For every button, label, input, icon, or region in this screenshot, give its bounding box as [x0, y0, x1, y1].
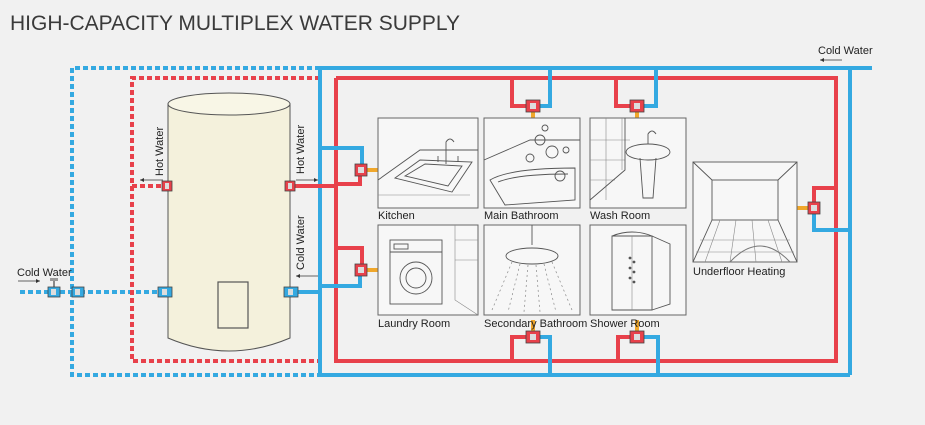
room-main-bathroom: Main Bathroom	[483, 117, 581, 222]
bathtub-icon	[483, 124, 580, 206]
underfloor-heating-label: Underfloor Heating	[693, 266, 785, 278]
kitchen-label: Kitchen	[378, 210, 415, 222]
shower-cabin-icon	[611, 231, 671, 311]
inlet-valve-left	[47, 278, 61, 298]
washing-machine-icon	[389, 225, 479, 316]
wash-room-valve	[629, 99, 645, 113]
svg-text:Hot Water: Hot Water	[154, 127, 166, 176]
secondary-bathroom-label: Secondary Bathroom	[484, 318, 587, 330]
tank-hot-outlet-left-valve	[161, 180, 173, 192]
main-bathroom-valve	[525, 99, 541, 113]
laundry-valve	[354, 263, 368, 277]
tank-hot-outlet-right-valve	[284, 180, 296, 192]
shower-head-icon	[491, 225, 573, 313]
room-underfloor-heating: Underfloor Heating	[692, 161, 798, 278]
dashed-cold-loop	[20, 66, 320, 377]
floor-grid-icon	[692, 161, 798, 263]
room-kitchen: Kitchen	[377, 117, 479, 222]
kitchen-branch	[320, 146, 378, 186]
hot-water-left-label: Hot Water	[140, 127, 166, 182]
cold-water-top-label: Cold Water	[818, 45, 873, 62]
hot-main-pipe	[334, 76, 838, 363]
tank-access-panel	[217, 281, 249, 329]
room-secondary-bathroom: Secondary Bathroom	[483, 224, 587, 330]
shower-room-valve	[629, 330, 645, 344]
laundry-branch	[320, 246, 378, 288]
wash-room-label: Wash Room	[590, 210, 650, 222]
tank-cold-inlet-right-valve	[283, 286, 299, 298]
cold-main-pipe	[318, 66, 872, 377]
cold-water-left-label: Cold Water	[17, 267, 72, 283]
kitchen-valve	[354, 163, 368, 177]
svg-text:Cold Water: Cold Water	[295, 215, 307, 270]
room-wash-room: Wash Room	[589, 117, 687, 222]
laundry-room-label: Laundry Room	[378, 318, 450, 330]
svg-text:Cold Water: Cold Water	[17, 267, 72, 279]
underfloor-valve	[807, 201, 821, 215]
underfloor-branch	[796, 186, 850, 232]
cold-water-tank-label: Cold Water	[295, 215, 318, 278]
diagram-title: HIGH-CAPACITY MULTIPLEX WATER SUPPLY	[10, 12, 460, 35]
tank-cold-inlet-left-valve	[157, 286, 173, 298]
dashed-hot-loop	[130, 76, 320, 363]
sink-icon	[377, 138, 478, 196]
main-bathroom-label: Main Bathroom	[484, 210, 559, 222]
room-laundry-room: Laundry Room	[377, 224, 479, 330]
svg-text:Cold Water: Cold Water	[818, 45, 873, 57]
valves	[47, 99, 821, 344]
room-shower-room: Shower Room	[589, 224, 687, 330]
shower-room-label: Shower Room	[590, 318, 660, 330]
hot-water-right-label: Hot Water	[295, 125, 318, 182]
water-tank	[167, 92, 291, 352]
washbasin-icon	[589, 118, 671, 201]
secondary-bathroom-valve	[525, 330, 541, 344]
inlet-valve-right	[71, 286, 85, 298]
svg-text:Hot Water: Hot Water	[295, 125, 307, 174]
